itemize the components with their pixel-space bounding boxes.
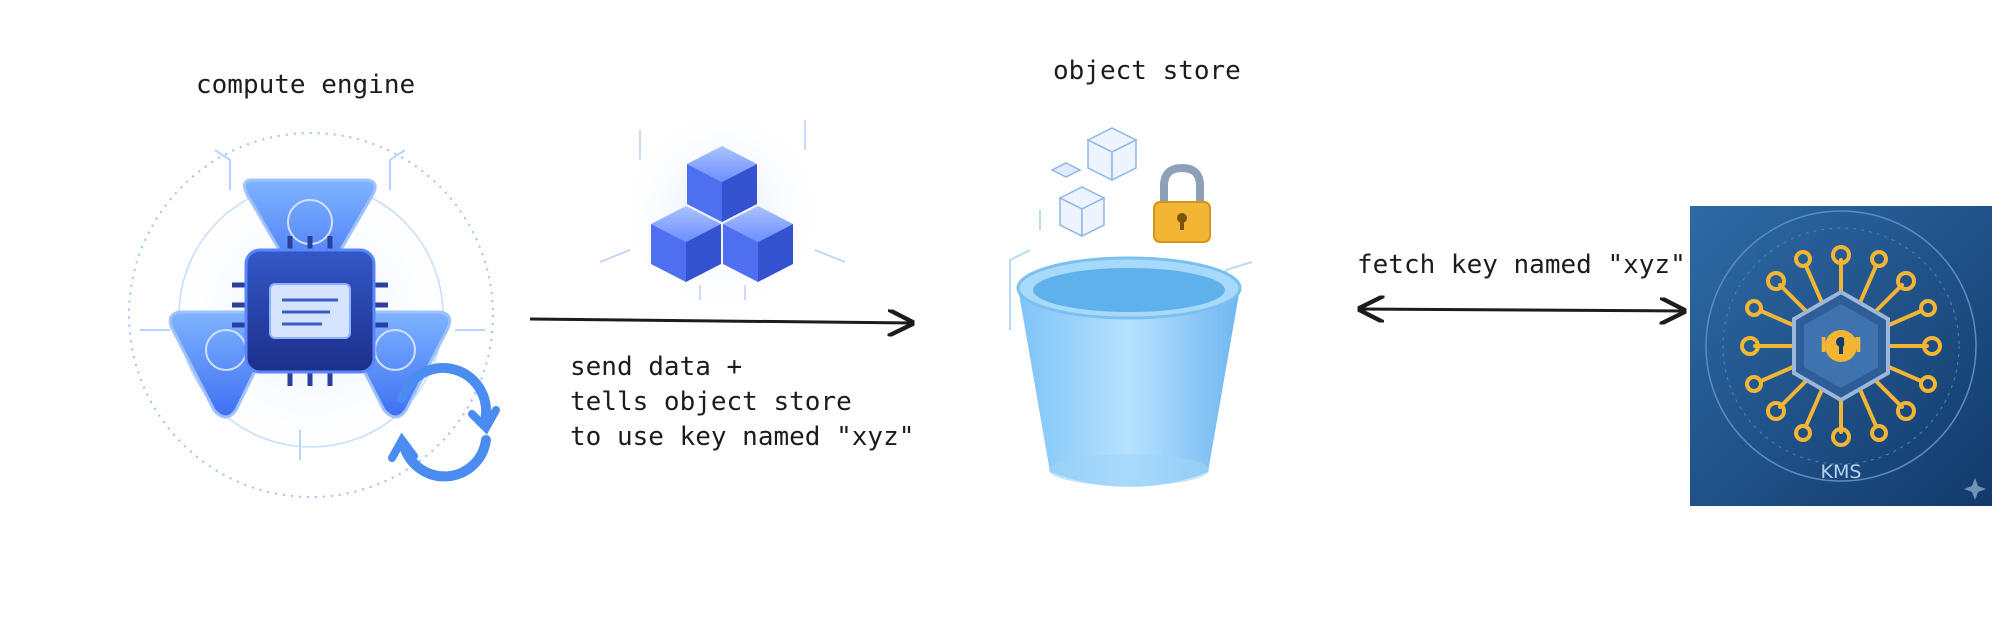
cubes-icon: [599, 102, 846, 318]
object-store-title: object store: [1053, 56, 1241, 86]
send-data-label: send data + tells object store to use ke…: [570, 352, 915, 452]
fetch-arrow: [1360, 309, 1684, 311]
send-arrow: [529, 319, 912, 323]
kms-icon: K M KMS: [1690, 206, 1992, 506]
compute-engine-title: compute engine: [196, 70, 416, 100]
chip-engine-icon: [128, 132, 494, 498]
fetch-key-label: fetch key named "xyz": [1357, 250, 1686, 280]
refresh-icon: [388, 362, 500, 482]
kms-badge: K M: [1820, 333, 1862, 357]
kms-label: KMS: [1821, 461, 1862, 483]
bucket-icon: [1009, 127, 1253, 487]
padlock-icon: [1153, 163, 1211, 243]
